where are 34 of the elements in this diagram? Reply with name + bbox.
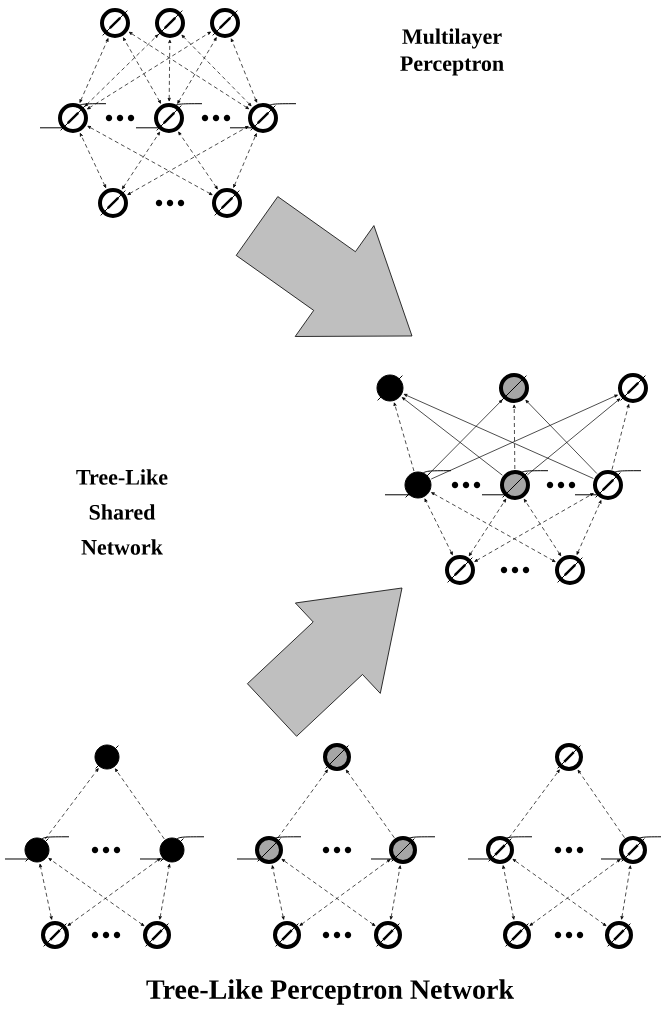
neuron (143, 921, 171, 949)
neuron (370, 836, 436, 864)
neuron (574, 470, 642, 500)
neuron (273, 921, 301, 949)
neuron (467, 836, 533, 864)
neuron (600, 836, 661, 864)
neuron (376, 374, 404, 402)
neuron (605, 921, 633, 949)
neuron (229, 103, 297, 133)
neuron (374, 921, 402, 949)
neuron (499, 373, 529, 403)
neuron (618, 373, 648, 403)
neuron (139, 836, 205, 863)
neuron (323, 743, 351, 771)
heading: Multilayer Perceptron (400, 28, 504, 76)
neuron (155, 8, 185, 38)
heading: Tree-Like Shared Network (76, 469, 168, 555)
neuron (555, 555, 585, 585)
neuron (98, 188, 128, 218)
neuron (4, 836, 70, 863)
neuron (384, 470, 452, 499)
neuron (555, 743, 583, 771)
neuron (94, 744, 120, 770)
neuron (503, 921, 531, 949)
title: Tree-Like Perceptron Network (146, 979, 514, 1005)
neuron (481, 470, 549, 500)
neuron (135, 103, 203, 133)
neuron (236, 836, 302, 864)
neuron (100, 8, 130, 38)
neuron (212, 188, 242, 218)
neuron (39, 103, 107, 133)
neuron (445, 555, 475, 585)
neuron (41, 921, 69, 949)
neuron (210, 8, 240, 38)
